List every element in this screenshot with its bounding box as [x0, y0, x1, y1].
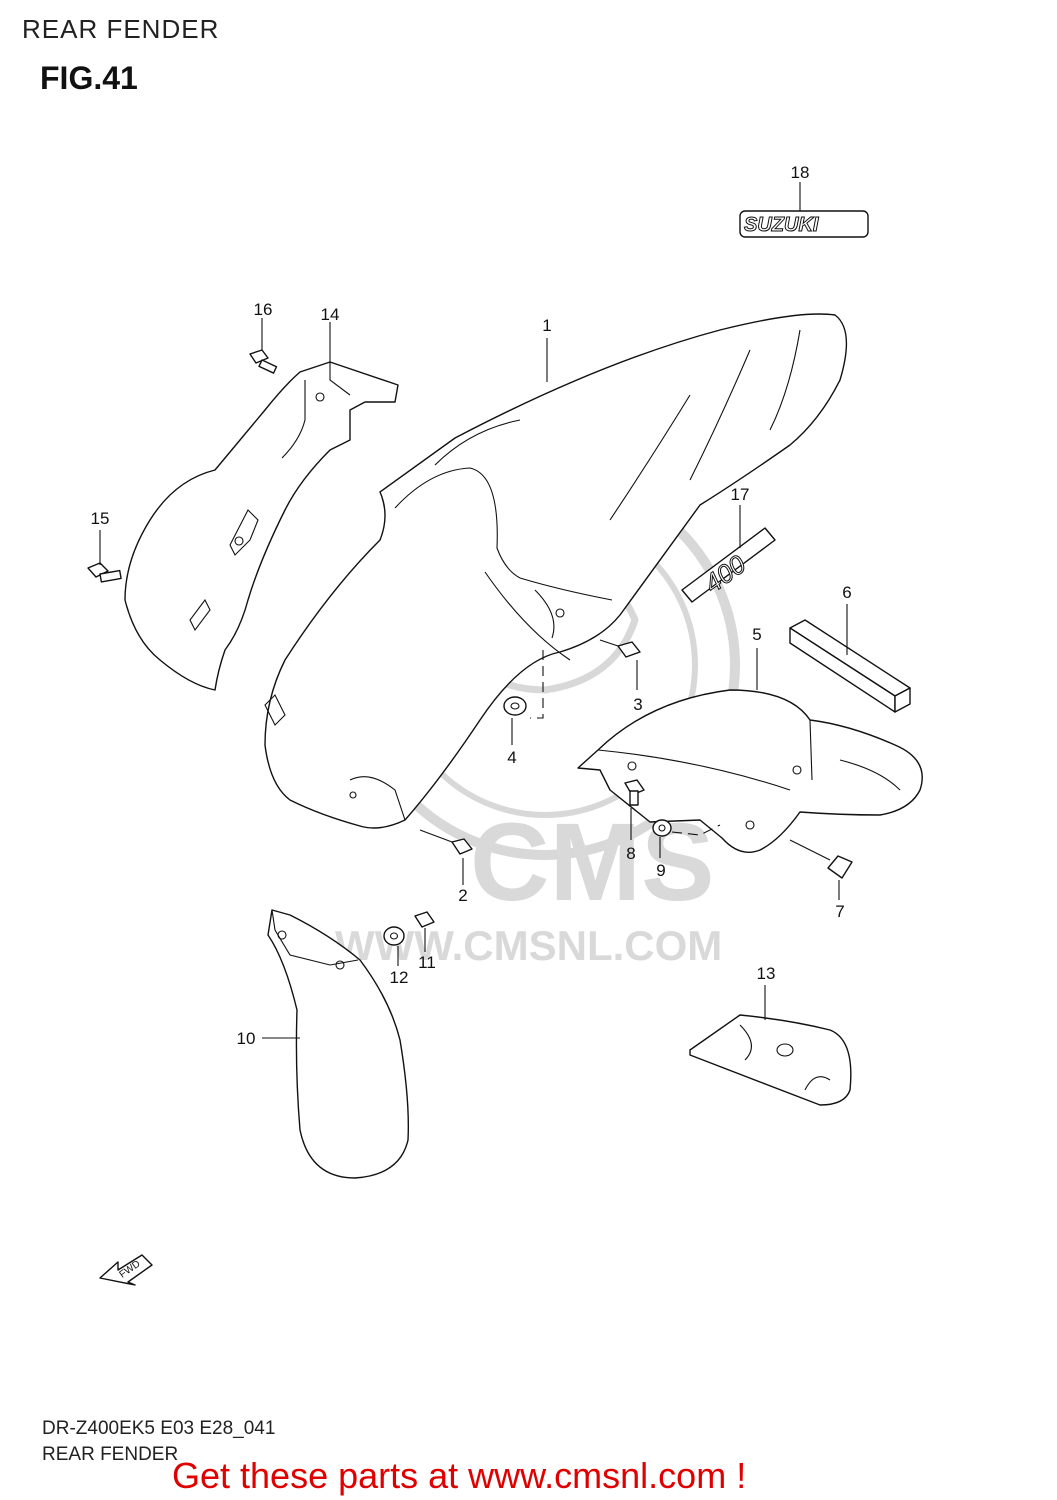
callout-17: 17	[731, 485, 750, 504]
part-15-bolt[interactable]	[87, 530, 122, 583]
callout-14: 14	[321, 305, 340, 324]
callout-18: 18	[791, 163, 810, 182]
part-2-bolt[interactable]	[419, 829, 473, 885]
callout-11: 11	[418, 953, 436, 972]
part-6-pad[interactable]	[789, 604, 911, 713]
callout-9: 9	[656, 861, 665, 880]
footer-title: REAR FENDER	[42, 1444, 179, 1465]
page-title: REAR FENDER	[22, 14, 220, 44]
part-5-tail-fender[interactable]	[577, 648, 923, 853]
callout-12: 12	[390, 968, 409, 987]
callout-6: 6	[842, 583, 851, 602]
callout-2: 2	[458, 886, 467, 905]
get-parts-link[interactable]: Get these parts at www.cmsnl.com !	[172, 1455, 747, 1496]
part-1-rear-fender[interactable]	[264, 313, 848, 829]
callout-7: 7	[835, 902, 844, 921]
callout-1: 1	[542, 316, 551, 335]
part-4-grommet[interactable]	[503, 650, 544, 745]
part-3-bolt[interactable]	[599, 639, 641, 690]
callout-16: 16	[254, 300, 273, 319]
part-8-bolt[interactable]	[624, 779, 645, 840]
callout-15: 15	[91, 509, 110, 528]
part-12-washer[interactable]	[383, 926, 405, 966]
fwd-direction-arrow: FWD	[99, 1254, 153, 1286]
callout-4: 4	[507, 748, 516, 767]
part-9-washer[interactable]	[652, 819, 721, 858]
diagram-code: DR-Z400EK5 E03 E28_041	[42, 1418, 276, 1439]
callout-13: 13	[757, 964, 776, 983]
callout-10: 10	[237, 1029, 256, 1048]
callout-labels: 1 2 3 4 5 6 7 8 9 10 11 12 13 14 15 16 1…	[91, 163, 852, 1048]
emblem-text: SUZUKI	[744, 214, 819, 236]
part-7-clip-nut[interactable]	[789, 839, 853, 900]
callout-5: 5	[752, 625, 761, 644]
part-18-suzuki-emblem[interactable]: SUZUKI	[739, 182, 869, 238]
callout-3: 3	[633, 695, 642, 714]
callout-8: 8	[626, 844, 635, 863]
figure-label: FIG.41	[40, 60, 138, 96]
part-14-inner-fender[interactable]	[124, 322, 399, 691]
part-16-bolt[interactable]	[249, 318, 278, 374]
part-13-heat-shield[interactable]	[689, 985, 852, 1106]
part-11-bolt[interactable]	[414, 911, 435, 952]
part-10-mud-flap[interactable]	[262, 909, 410, 1179]
